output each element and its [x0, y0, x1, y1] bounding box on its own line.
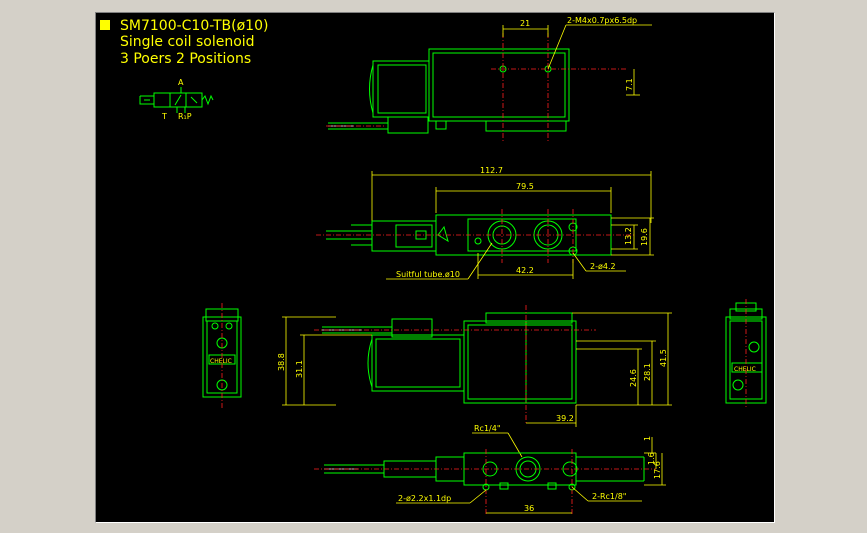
port-note: Rc1/4" [474, 424, 501, 433]
dim-1: 1 [643, 436, 652, 441]
title-positions: 3 Poers 2 Positions [120, 51, 251, 67]
rc-note: 2-Rc1/8" [592, 492, 627, 501]
valve-symbol: A T R₁P [139, 78, 214, 121]
symbol-port-a: A [178, 78, 184, 87]
dim-36: 36 [524, 504, 534, 513]
cad-viewport[interactable]: SM7100-C10-TB(ø10) Single coil solenoid … [95, 12, 775, 523]
dim-38-8: 38.8 [277, 353, 286, 371]
dim-28-1: 28.1 [643, 363, 652, 381]
dim-79-5: 79.5 [516, 182, 534, 191]
tube-note: Suitful tube.ø10 [396, 270, 460, 279]
dim-24-6: 24.6 [629, 369, 638, 387]
title-description: Single coil solenoid [120, 34, 255, 50]
title-model: SM7100-C10-TB(ø10) [120, 18, 268, 34]
dim-112-7: 112.7 [480, 166, 503, 175]
thread-note: 2-M4x0.7px6.5dp [567, 16, 637, 25]
plan-view: 112.7 79.5 13.2 [316, 166, 654, 280]
dim-19-6: 19.6 [640, 228, 649, 246]
dim-17-6: 17.6 [653, 461, 662, 479]
dim-39-2: 39.2 [556, 414, 574, 423]
front-view: 38.8 31.1 24.6 28.1 41.5 39.2 [277, 305, 672, 427]
bottom-view: Rc1/4" 2-ø2.2x1.1dp 36 2-Rc1 [314, 424, 666, 515]
dim-21: 21 [520, 19, 530, 28]
holes-note: 2-ø4.2 [590, 262, 616, 271]
dim-7-1: 7.1 [625, 78, 634, 91]
left-badge: CHELIC [210, 358, 232, 365]
dim-42-2: 42.2 [516, 266, 534, 275]
symbol-port-rp: R₁P [178, 112, 192, 121]
dim-31-1: 31.1 [295, 360, 304, 378]
dim-1-6: 1.6 [647, 452, 656, 465]
right-side-view: CHELIC [725, 299, 767, 409]
pilot-note: 2-ø2.2x1.1dp [398, 494, 451, 503]
dim-13-2: 13.2 [624, 227, 633, 245]
symbol-port-t: T [161, 112, 167, 121]
dim-41-5: 41.5 [659, 349, 668, 367]
left-side-view: CHELIC [202, 303, 242, 409]
right-badge: CHELIC [734, 366, 756, 373]
technical-drawing: SM7100-C10-TB(ø10) Single coil solenoid … [100, 16, 767, 515]
top-view: 21 2-M4x0.7px6.5dp 7.1 [326, 16, 652, 141]
title-marker-square [100, 20, 110, 30]
